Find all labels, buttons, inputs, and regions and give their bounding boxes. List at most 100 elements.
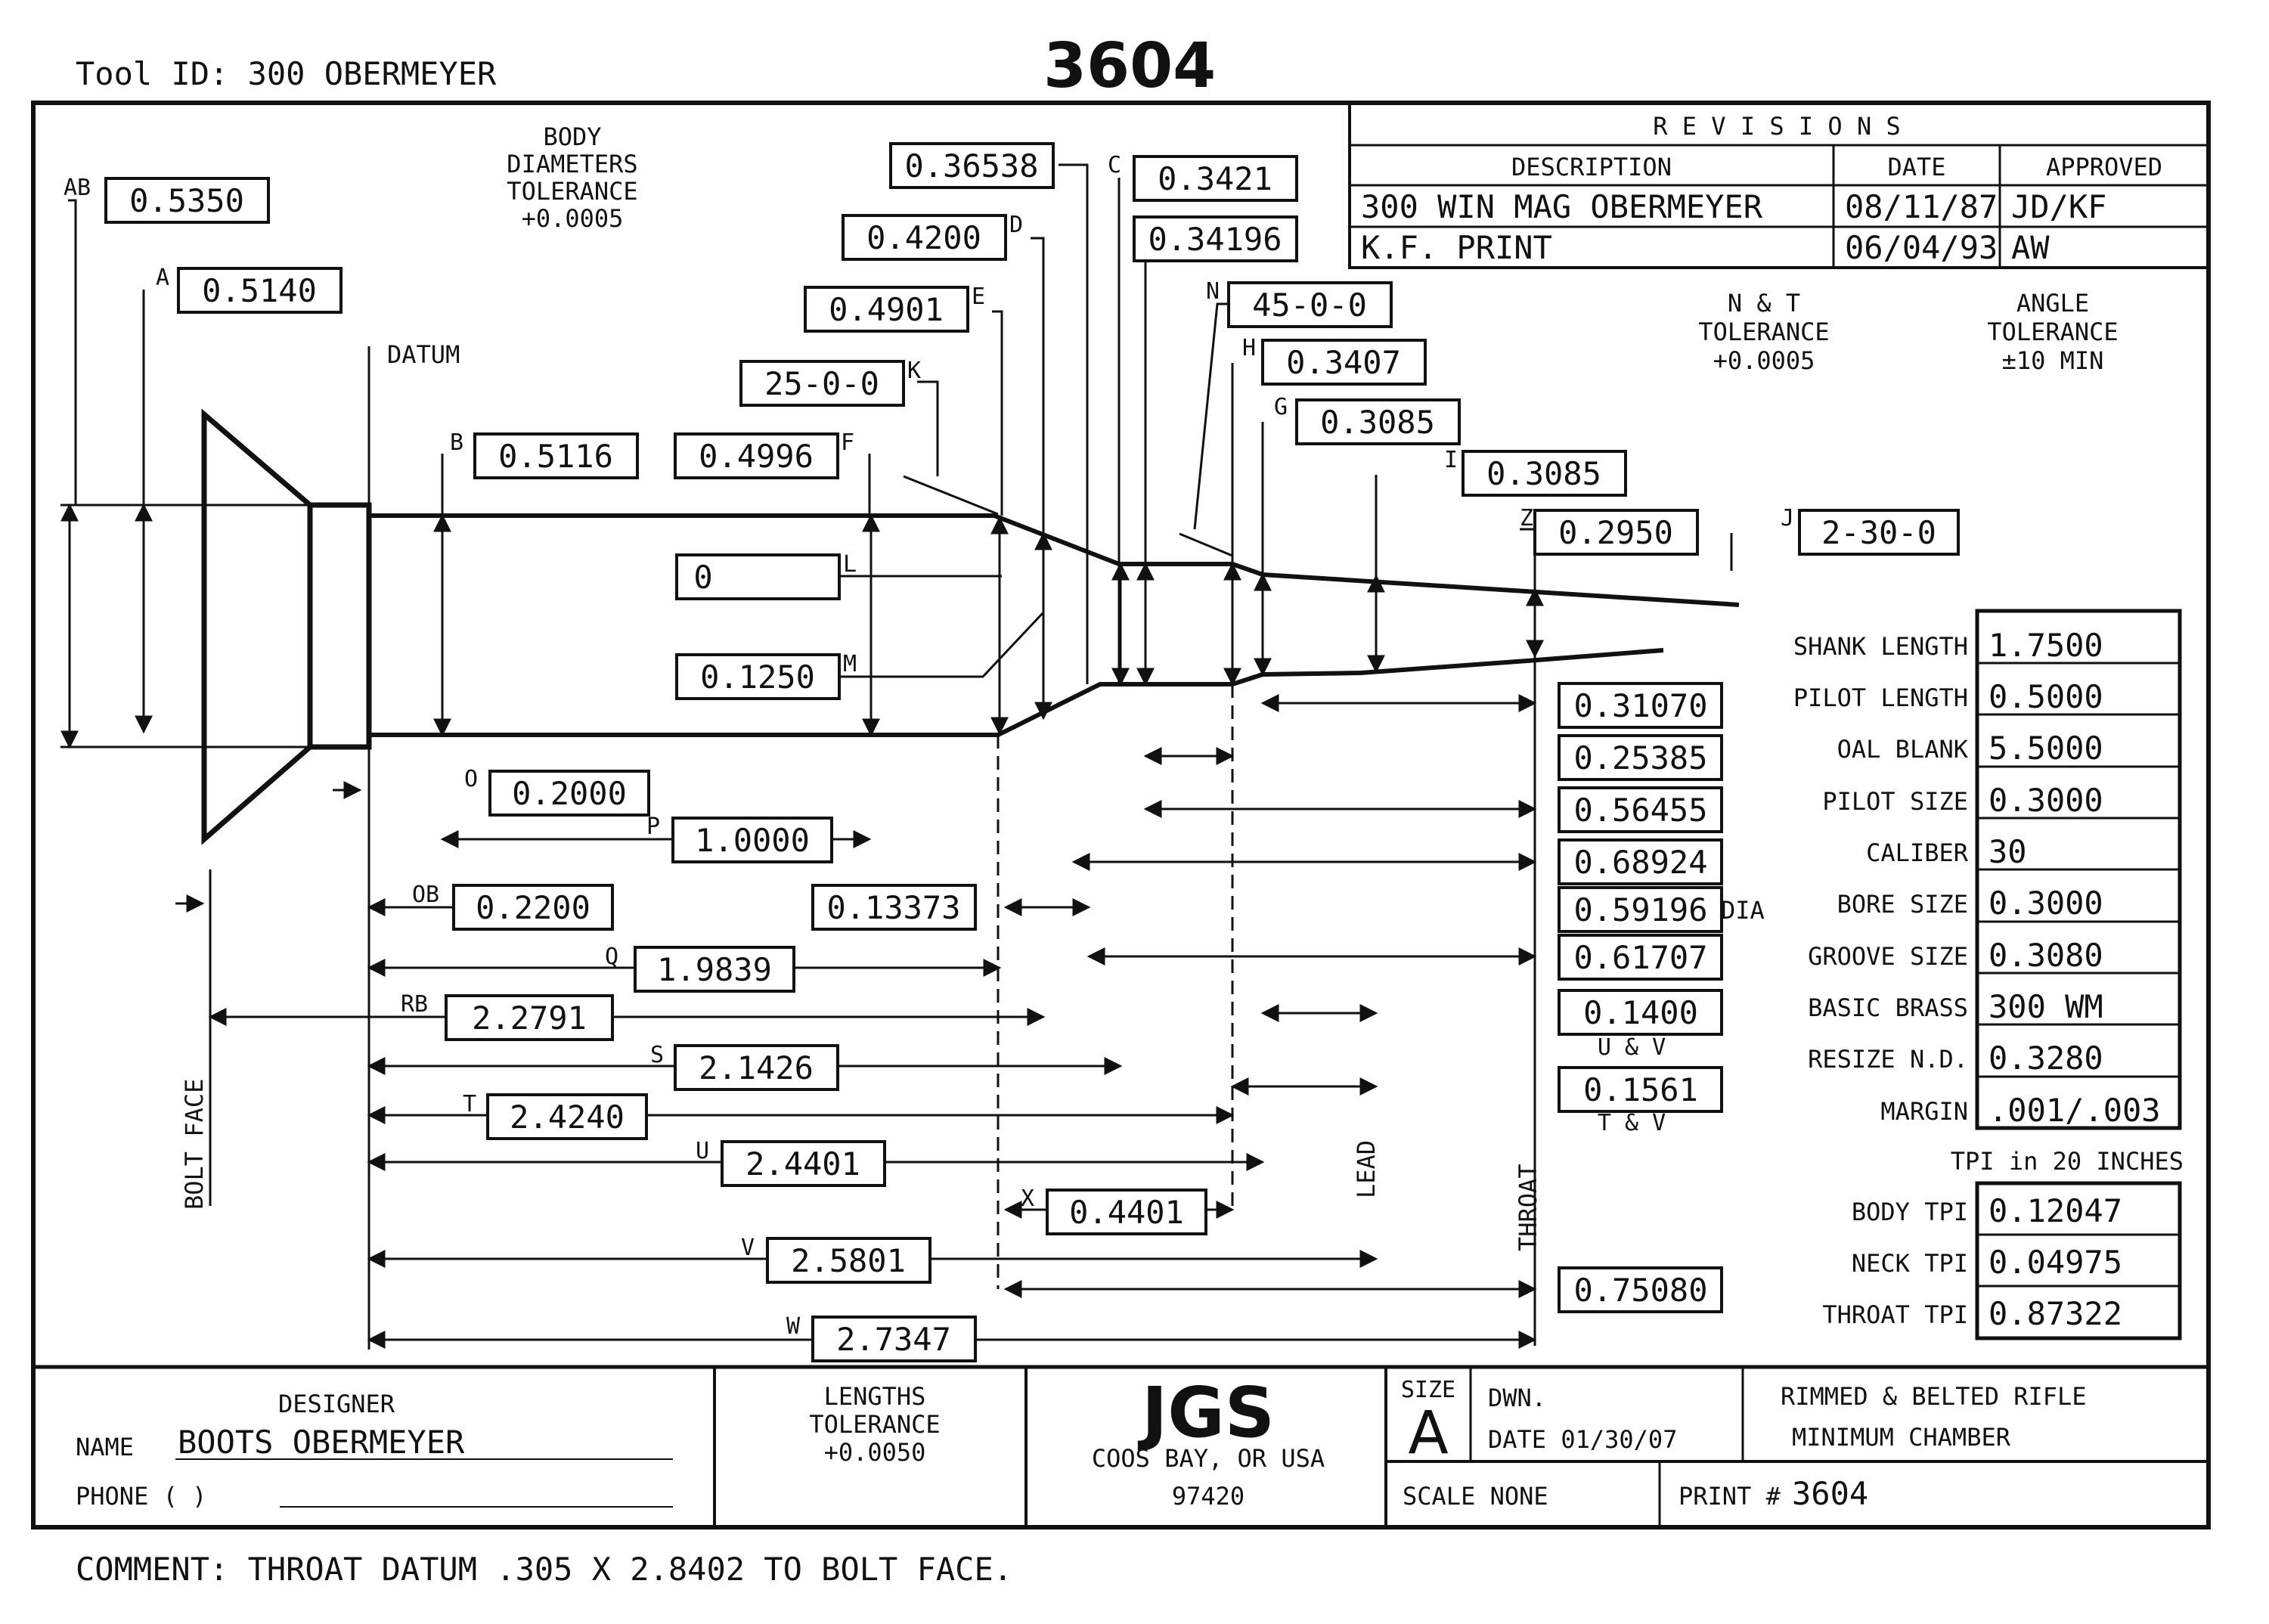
- dim-d-value: 0.4200: [866, 219, 981, 256]
- dim-r7-value: 0.1400: [1583, 994, 1698, 1031]
- dimension-boxes: [104, 142, 1960, 1362]
- spec-value-caliber: 30: [1988, 833, 2027, 870]
- dim-h-letter: H: [1242, 335, 1256, 361]
- dim-c2-value: 0.34196: [1148, 221, 1282, 258]
- name-label: NAME: [76, 1433, 134, 1461]
- tpi-table: TPI in 20 INCHES BODY TPI NECK TPI THROA…: [1822, 1147, 2184, 1340]
- spec-label-pilot-size: PILOT SIZE: [1822, 787, 1968, 816]
- dim-n-letter: N: [1206, 278, 1220, 305]
- tpi-label-throat: THROAT TPI: [1822, 1300, 1968, 1329]
- rev-row-2-approved: AW: [2011, 229, 2050, 266]
- dim-r3-value: 0.56455: [1573, 792, 1707, 829]
- dim-u-letter: U: [696, 1138, 709, 1164]
- dim-x-letter: X: [1021, 1185, 1034, 1212]
- dim-r9-value: 0.75080: [1573, 1272, 1707, 1309]
- tpi-value-neck: 0.04975: [1988, 1244, 2122, 1281]
- spec-value-oal-blank: 5.5000: [1988, 730, 2103, 767]
- title-block: [33, 1365, 2209, 1527]
- dia-label: DIA: [1721, 896, 1765, 925]
- spec-value-bore-size: 0.3000: [1988, 885, 2103, 922]
- spec-label-basic-brass: BASIC BRASS: [1808, 993, 1968, 1022]
- nt-tolerance-note: N & T TOLERANCE +0.0005: [1698, 289, 1829, 375]
- sheet-border: [31, 101, 2211, 1529]
- leader-lines: [68, 163, 1733, 684]
- rev-row-1-date: 08/11/87: [1845, 188, 1998, 225]
- rev-row-1-approved: JD/KF: [2011, 188, 2106, 225]
- dim-o-value: 0.2000: [512, 775, 627, 812]
- dim-k-letter: K: [907, 358, 921, 384]
- dim-s-letter: S: [650, 1042, 664, 1068]
- dim-x-value: 0.4401: [1069, 1194, 1184, 1231]
- dim-a-letter: A: [156, 265, 169, 291]
- dim-r8-value: 0.1561: [1583, 1071, 1698, 1108]
- size-value: A: [1408, 1399, 1448, 1467]
- designer-name: BOOTS OBERMEYER: [178, 1424, 465, 1461]
- dim-m-letter: M: [843, 651, 857, 677]
- tpi-label-body: BODY TPI: [1852, 1198, 1968, 1226]
- tpi-value-throat: 0.87322: [1988, 1295, 2122, 1332]
- dim-i-letter: I: [1444, 447, 1458, 473]
- spec-table: SHANK LENGTH PILOT LENGTH OAL BLANK PILO…: [1793, 609, 2182, 1130]
- dim-b-value: 0.5116: [498, 438, 613, 475]
- dim-b-letter: B: [450, 429, 463, 456]
- tool-id: Tool ID: 300 OBERMEYER: [76, 55, 497, 92]
- print-label: PRINT #: [1679, 1482, 1781, 1511]
- dim-ob-letter: OB: [412, 882, 439, 908]
- spec-value-shank-length: 1.7500: [1988, 627, 2103, 664]
- dim-e-value: 0.4901: [829, 291, 944, 328]
- dim-l-letter: L: [843, 551, 857, 578]
- spec-label-bore-size: BORE SIZE: [1837, 890, 1968, 919]
- dim-f-letter: F: [841, 429, 854, 456]
- spec-label-oal-blank: OAL BLANK: [1837, 735, 1969, 764]
- lengths-tolerance-2: TOLERANCE: [809, 1410, 940, 1439]
- drawn-label: DWN.: [1488, 1384, 1546, 1412]
- tpi-label-neck: NECK TPI: [1852, 1249, 1968, 1278]
- dim-w-value: 2.7347: [836, 1321, 951, 1358]
- revisions-title: R E V I S I O N S: [1653, 112, 1901, 141]
- dim-rb-value: 2.2791: [472, 1000, 587, 1037]
- tpi-value-body: 0.12047: [1988, 1192, 2122, 1229]
- dim-g-value: 0.3085: [1320, 404, 1435, 441]
- dim-l-value: 0: [693, 559, 712, 596]
- svg-text:+0.0005: +0.0005: [522, 204, 624, 233]
- company-zip: 97420: [1172, 1482, 1245, 1511]
- print-number: 3604: [1792, 1475, 1868, 1512]
- spec-label-resize-nd: RESIZE N.D.: [1808, 1045, 1968, 1074]
- dim-d-letter: D: [1009, 212, 1023, 238]
- dim-q-value: 1.9839: [657, 951, 772, 988]
- dim-n-value: 45-0-0: [1252, 287, 1367, 324]
- dim-r1-value: 0.31070: [1573, 687, 1707, 724]
- dim-q-letter: Q: [605, 944, 618, 970]
- dim-c-value: 0.3421: [1158, 160, 1272, 197]
- rev-col-description: DESCRIPTION: [1511, 153, 1672, 181]
- rev-col-approved: APPROVED: [2046, 153, 2162, 181]
- drawing-number: 3604: [1043, 30, 1216, 102]
- lead-label: LEAD: [1352, 1140, 1381, 1198]
- tpi-header: TPI in 20 INCHES: [1951, 1147, 2184, 1176]
- throat-label: THROAT: [1514, 1164, 1542, 1251]
- dim-t-letter: T: [463, 1091, 476, 1117]
- spec-value-margin: .001/.003: [1988, 1092, 2161, 1129]
- comment-line: COMMENT: THROAT DATUM .305 X 2.8402 TO B…: [76, 1551, 1012, 1588]
- lengths-tolerance-3: +0.0050: [824, 1438, 926, 1467]
- diameter-arrows: [60, 503, 1544, 749]
- dim-top-value: 0.36538: [904, 147, 1038, 184]
- spec-value-resize-nd: 0.3280: [1988, 1040, 2103, 1077]
- dim-v-letter: V: [741, 1235, 755, 1261]
- dim-t-value: 2.4240: [510, 1099, 625, 1136]
- svg-text:±10 MIN: ±10 MIN: [2002, 346, 2104, 375]
- spec-label-shank-length: SHANK LENGTH: [1793, 632, 1968, 661]
- spec-value-groove-size: 0.3080: [1988, 937, 2103, 974]
- angle-tolerance-note: ANGLE TOLERANCE ±10 MIN: [1987, 289, 2118, 375]
- dim-z-value: 0.2950: [1558, 514, 1673, 551]
- size-label: SIZE: [1401, 1377, 1455, 1403]
- dim-ob-value: 0.2200: [476, 889, 590, 926]
- dim-w-letter: W: [786, 1313, 801, 1340]
- uv-label: U & V: [1598, 1034, 1666, 1061]
- company-logo: JGS: [1137, 1372, 1275, 1453]
- rev-row-2-date: 06/04/93: [1845, 229, 1998, 266]
- dim-e-letter: E: [972, 284, 985, 310]
- dim-p-value: 1.0000: [695, 822, 810, 859]
- designer-heading: DESIGNER: [278, 1390, 395, 1418]
